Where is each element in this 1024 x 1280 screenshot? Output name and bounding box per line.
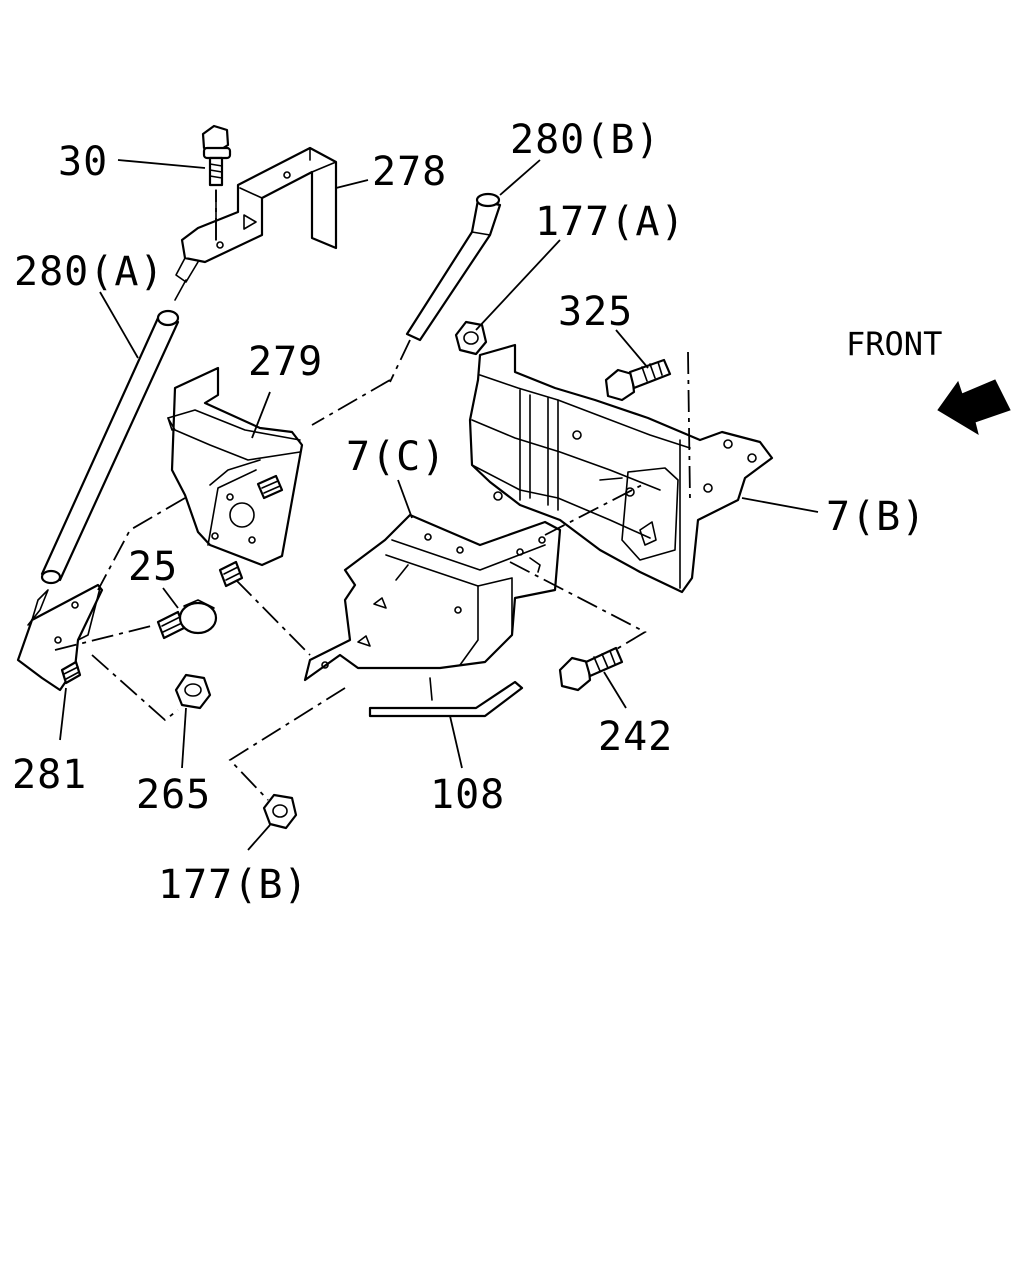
callout-7b: 7(B): [826, 494, 926, 540]
bracket-278: [175, 146, 338, 283]
leader-lines: [59, 159, 819, 851]
callout-265: 265: [136, 772, 211, 818]
rod-280b: [405, 192, 502, 342]
callout-280a: 280(A): [14, 249, 165, 295]
callout-108: 108: [430, 772, 505, 818]
strip-108: [368, 677, 524, 718]
nut-177a: [454, 320, 488, 356]
callout-177a: 177(A): [535, 199, 686, 245]
bolt-325: [604, 358, 672, 402]
callout-25: 25: [128, 544, 178, 590]
callout-278: 278: [372, 149, 447, 195]
nut-265: [174, 673, 212, 710]
callout-242: 242: [598, 714, 673, 760]
rod-280a: [40, 279, 187, 585]
callout-279: 279: [248, 339, 323, 385]
bolt-242: [558, 646, 624, 692]
bracket-lower-left: [16, 583, 104, 692]
assembly-lines: [54, 190, 691, 801]
callout-30: 30: [58, 139, 108, 185]
bolt-25: [156, 599, 218, 640]
bracket-279: [167, 366, 304, 588]
front-arrow-icon: [937, 379, 1011, 436]
callout-325: 325: [558, 289, 633, 335]
callout-280b: 280(B): [510, 117, 661, 163]
nut-177b: [262, 793, 298, 830]
callout-177b: 177(B): [158, 862, 309, 908]
bracket-7b: [468, 343, 774, 594]
front-label: FRONT: [846, 325, 942, 363]
callout-7c: 7(C): [346, 434, 446, 480]
callout-281: 281: [12, 752, 87, 798]
bracket-7c: [303, 513, 562, 682]
